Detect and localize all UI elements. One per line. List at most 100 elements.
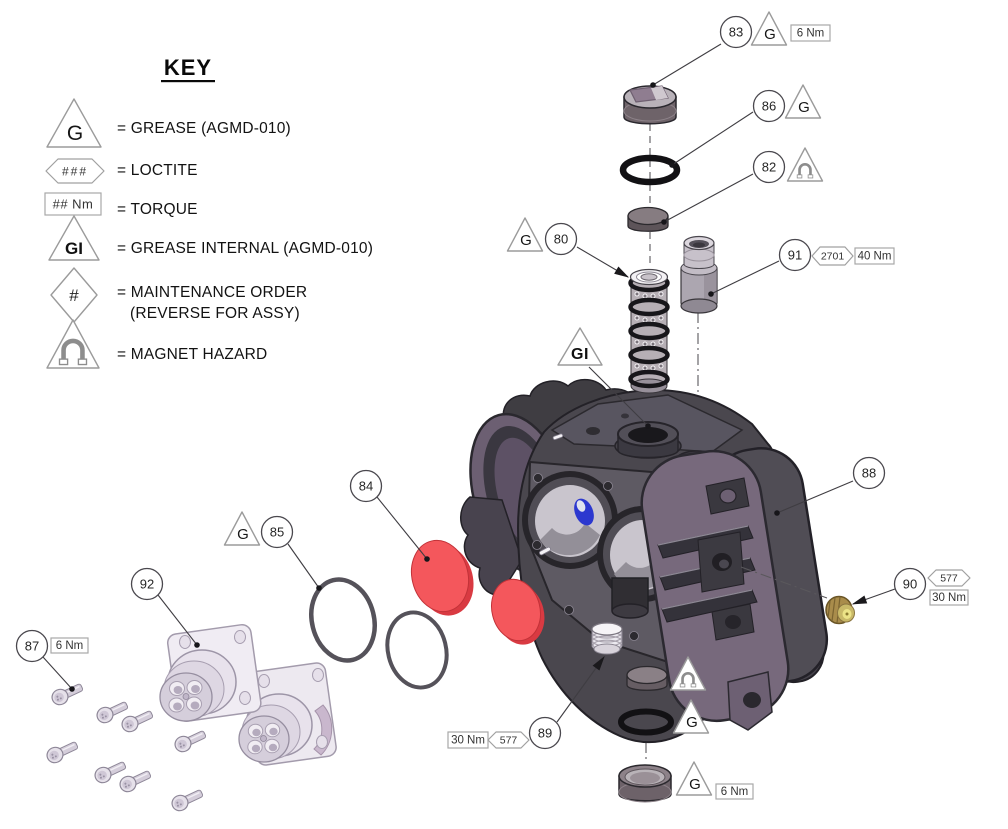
leader-92 xyxy=(157,594,198,646)
grease-triangle-icon xyxy=(784,84,822,119)
balloon-88-number: 88 xyxy=(862,466,876,481)
torque-box-90 xyxy=(929,589,969,606)
balloon-84-number: 84 xyxy=(359,479,373,494)
centerline-nut xyxy=(740,566,828,599)
bore-left xyxy=(522,471,618,569)
grease-symbol: G xyxy=(520,232,532,249)
key-magnet-label: = MAGNET HAZARD xyxy=(117,346,267,363)
callout-80: G 80 xyxy=(506,217,578,256)
part-piston-stack-80 xyxy=(628,268,670,394)
balloon-92 xyxy=(130,567,164,601)
callout-86: 86 G xyxy=(752,84,822,123)
key-maintenance-label2: (REVERSE FOR ASSY) xyxy=(130,305,300,322)
magnet-glyph xyxy=(796,163,814,179)
grease-symbol: G xyxy=(686,714,698,731)
balloon-80-number: 80 xyxy=(554,232,568,247)
balloon-83-number: 83 xyxy=(729,25,743,40)
part-oring-bottom xyxy=(618,708,674,736)
key-torque-symbol: ## Nm xyxy=(53,197,94,212)
balloon-80 xyxy=(544,222,578,256)
bottom-boss-face xyxy=(611,603,649,619)
housing-lower-lobes xyxy=(460,496,523,596)
torque-bottom-cap: 6 Nm xyxy=(721,786,748,798)
key-grease-label: = GREASE (AGMD-010) xyxy=(117,120,291,137)
callout-gi: GI xyxy=(557,327,603,366)
leader-82 xyxy=(663,173,754,223)
leader-85 xyxy=(287,543,320,589)
key-title: KEY xyxy=(164,55,212,80)
deck-hole-small xyxy=(621,413,629,419)
leader-91 xyxy=(710,260,780,295)
balloon-91 xyxy=(778,238,812,272)
torque-box-87 xyxy=(50,637,89,654)
part-sleeve-91 xyxy=(680,235,718,314)
leader-90 xyxy=(851,588,896,605)
callout-90: 90 577 30 Nm xyxy=(893,567,971,606)
screw xyxy=(174,730,207,753)
torque-box-83 xyxy=(790,24,831,42)
leader-lines xyxy=(42,43,896,723)
part-brass-nut-90 xyxy=(825,595,855,625)
torque-89: 30 Nm xyxy=(451,735,485,747)
balloon-82-number: 82 xyxy=(762,160,776,175)
balloon-87 xyxy=(15,629,49,663)
grease-internal-symbol: GI xyxy=(571,346,589,363)
loctite-hex-89 xyxy=(487,731,530,749)
top-boss-hole xyxy=(628,427,668,443)
grease-triangle-icon xyxy=(750,11,788,46)
grease-symbol: G xyxy=(237,526,249,543)
magnet-triangle-icon xyxy=(46,319,100,369)
torque-90: 30 Nm xyxy=(932,592,966,604)
end-plate-fins xyxy=(657,477,773,731)
callout-92: 92 xyxy=(130,567,164,601)
callout-83: 83 G 6 Nm xyxy=(719,11,831,49)
leader-87 xyxy=(42,656,73,690)
loctite-hex-90 xyxy=(927,569,971,587)
deck-hole xyxy=(586,427,600,435)
symbol-grease-bottom-cap: G 6 Nm xyxy=(675,761,754,800)
balloon-87-number: 87 xyxy=(25,639,39,654)
leader-86 xyxy=(671,111,754,166)
callout-85: G 85 xyxy=(223,511,294,549)
grease-internal-triangle-icon xyxy=(48,215,100,261)
callout-89: 30 Nm 577 89 xyxy=(447,716,562,750)
screw xyxy=(171,789,204,812)
loctite-91: 2701 xyxy=(821,251,845,263)
loctite-90: 577 xyxy=(940,573,958,585)
callout-87: 87 6 Nm xyxy=(15,629,89,663)
balloon-86-number: 86 xyxy=(762,99,776,114)
balloon-89-number: 89 xyxy=(538,726,552,741)
torque-box-icon xyxy=(44,192,102,216)
grease-triangle-icon xyxy=(672,699,710,734)
balloon-86 xyxy=(752,89,786,123)
connector-a-pins xyxy=(168,680,203,713)
screw xyxy=(51,683,84,706)
key-loctite-label: = LOCTITE xyxy=(117,162,198,179)
balloon-90 xyxy=(893,567,927,601)
key-title-underline xyxy=(161,80,215,83)
leader-88 xyxy=(776,480,854,514)
key-maintenance-symbol: # xyxy=(69,286,79,305)
part-magnet-82 xyxy=(627,206,669,232)
part-oring-85b xyxy=(385,610,449,690)
part-oring-86 xyxy=(619,154,681,186)
leader-89 xyxy=(556,655,605,723)
part-magnet-bottom xyxy=(626,665,668,691)
balloon-85-number: 85 xyxy=(270,525,284,540)
screws-87 xyxy=(46,683,207,812)
screw xyxy=(94,761,127,784)
callout-84: 84 xyxy=(349,469,383,503)
loctite-hex-91 xyxy=(811,246,854,266)
grease-triangle-icon xyxy=(675,761,713,796)
magnet-glyph xyxy=(679,672,697,688)
balloon-85 xyxy=(260,515,294,549)
part-plug-83 xyxy=(623,85,677,125)
balloon-90-number: 90 xyxy=(903,577,917,592)
magnet-glyph xyxy=(58,338,88,366)
screw xyxy=(46,741,79,764)
balloon-91-number: 91 xyxy=(788,248,802,263)
part-oring-85a xyxy=(309,577,377,663)
grease-triangle-icon xyxy=(506,217,544,252)
balloon-88 xyxy=(852,456,886,490)
